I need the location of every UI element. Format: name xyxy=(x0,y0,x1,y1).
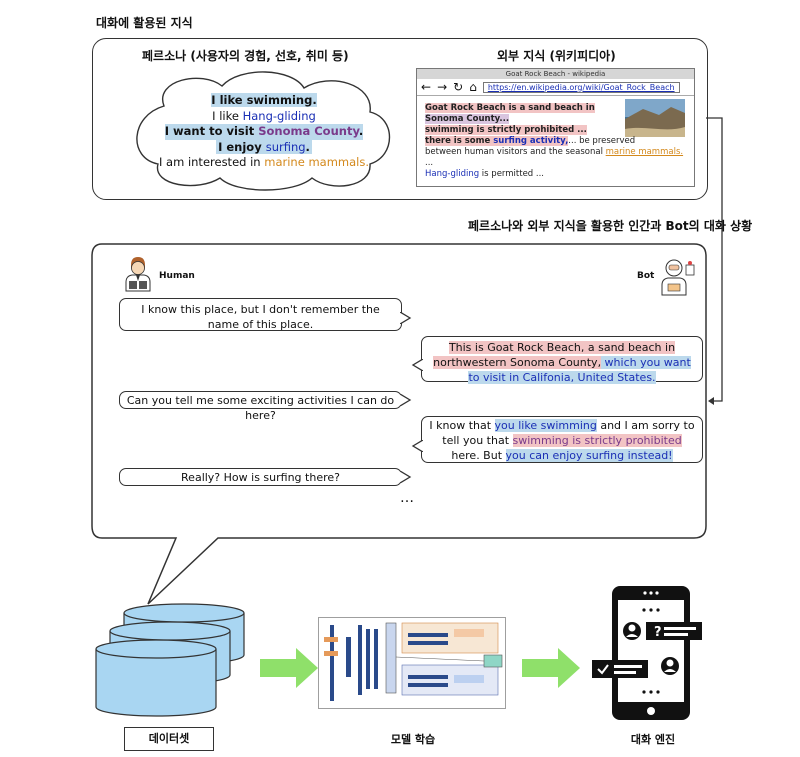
persona-surfing: surfing xyxy=(265,139,306,154)
back-arrow-icon[interactable]: ← xyxy=(421,80,432,94)
human-message-1: I know this place, but I don't remember … xyxy=(119,298,402,331)
wiki-browser-window: Goat Rock Beach - wikipedia ← → ↻ ⌂ http… xyxy=(416,68,695,187)
persona-l3a: I want to visit xyxy=(164,124,259,138)
green-arrow-1 xyxy=(260,648,318,688)
svg-text:?: ? xyxy=(654,625,662,640)
persona-line-5: I am interested in marine mammals. xyxy=(140,155,388,171)
persona-l2a: I like xyxy=(212,108,243,123)
bot-message-1: This is Goat Rock Beach, a sand beach in… xyxy=(421,336,703,384)
dialogue-engine-phone-icon: ? xyxy=(592,586,702,720)
persona-hang-gliding: Hang-gliding xyxy=(242,108,316,123)
persona-title: 페르소나 (사용자의 경험, 선호, 취미 등) xyxy=(142,49,349,63)
persona-line-2: I like Hang-gliding xyxy=(140,109,388,125)
wiki-t1: Goat Rock Beach is a sand beach in xyxy=(425,103,595,113)
dataset-database-icon xyxy=(95,603,245,717)
persona-swimming: I like swimming. xyxy=(211,93,317,107)
persona-sonoma: Sonoma County xyxy=(258,124,359,138)
bot-msg2-f: you can enjoy surfing instead! xyxy=(505,449,673,462)
beach-photo-icon xyxy=(625,99,685,137)
forward-arrow-icon[interactable]: → xyxy=(437,80,448,94)
persona-l4c: . xyxy=(305,139,310,154)
connector-arrow xyxy=(706,117,723,405)
wiki-t3: swimming is strictly prohibited ... xyxy=(425,125,587,135)
persona-line-4: I enjoy surfing. xyxy=(140,139,388,156)
bot-msg2-e: here. But xyxy=(451,449,506,462)
dialogue-engine-label: 대화 엔진 xyxy=(630,733,676,746)
browser-title-bar: Goat Rock Beach - wikipedia xyxy=(417,69,694,79)
bot-label: Bot xyxy=(637,271,655,281)
bot-message-2: I know that you like swimming and I am s… xyxy=(421,416,703,463)
wiki-t2: Sonoma County... xyxy=(425,114,510,124)
bubble-tail-2 xyxy=(411,359,423,371)
bot-msg2-a: I know that xyxy=(429,419,495,432)
persona-l4a: I enjoy xyxy=(218,139,266,154)
model-architecture-diagram xyxy=(318,617,506,709)
human-avatar-icon xyxy=(125,257,151,292)
home-icon[interactable]: ⌂ xyxy=(469,80,477,94)
browser-nav-bar: ← → ↻ ⌂ https://en.wikipedia.org/wiki/Go… xyxy=(417,79,694,96)
bubble-tail-5 xyxy=(400,471,412,483)
wiki-t4b: surfing activity, xyxy=(493,136,569,146)
persona-l5a: I am interested in xyxy=(159,155,265,169)
model-training-label: 모델 학습 xyxy=(390,733,436,746)
human-message-2: Can you tell me some exciting activities… xyxy=(119,391,402,422)
knowledge-section-title: 대화에 활용된 지식 xyxy=(96,16,193,30)
url-bar[interactable]: https://en.wikipedia.org/wiki/Goat_Rock_… xyxy=(482,81,680,93)
wiki-t5b: marine mammals. xyxy=(605,147,684,157)
green-arrow-2 xyxy=(522,648,580,688)
wiki-t4a: there is some xyxy=(425,136,494,146)
bubble-tail-1 xyxy=(400,312,412,324)
bot-msg2-d: swimming is strictly prohibited xyxy=(512,434,682,447)
reload-icon[interactable]: ↻ xyxy=(453,80,464,94)
bubble-tail-3 xyxy=(400,394,412,406)
bot-msg2-b: you like swimming xyxy=(494,419,597,432)
wiki-t6a: Hang-gliding xyxy=(425,169,480,179)
dialogue-panel-shape xyxy=(91,243,707,605)
persona-line-1: I like swimming. xyxy=(140,93,388,109)
bot-avatar-icon xyxy=(661,259,695,296)
persona-l3c: . xyxy=(358,124,364,138)
persona-line-3: I want to visit Sonoma County. xyxy=(164,124,364,140)
wiki-t5a: between human visitors and the seasonal xyxy=(425,147,606,157)
dialogue-section-title: 페르소나와 외부 지식을 활용한 인간과 Bot의 대화 상황 xyxy=(468,219,753,233)
bubble-tail-4 xyxy=(411,440,423,452)
wiki-t5c: ... xyxy=(425,158,434,168)
wiki-t4c: ... be preserved xyxy=(568,136,636,146)
persona-text: I like swimming. I like Hang-gliding I w… xyxy=(140,93,388,171)
dataset-label: 데이터셋 xyxy=(124,727,214,751)
wiki-title: 외부 지식 (위키피디아) xyxy=(497,49,616,63)
human-label: Human xyxy=(159,271,195,281)
human-message-3: Really? How is surfing there? xyxy=(119,468,402,486)
dialogue-ellipsis: … xyxy=(400,490,414,506)
wiki-t6b: is permitted ... xyxy=(479,169,545,179)
wiki-article-text: Goat Rock Beach is a sand beach in Sonom… xyxy=(425,103,687,180)
bot-msg2-c: and I am sorry to tell you that xyxy=(442,419,695,447)
persona-marine: marine mammals. xyxy=(264,155,369,169)
